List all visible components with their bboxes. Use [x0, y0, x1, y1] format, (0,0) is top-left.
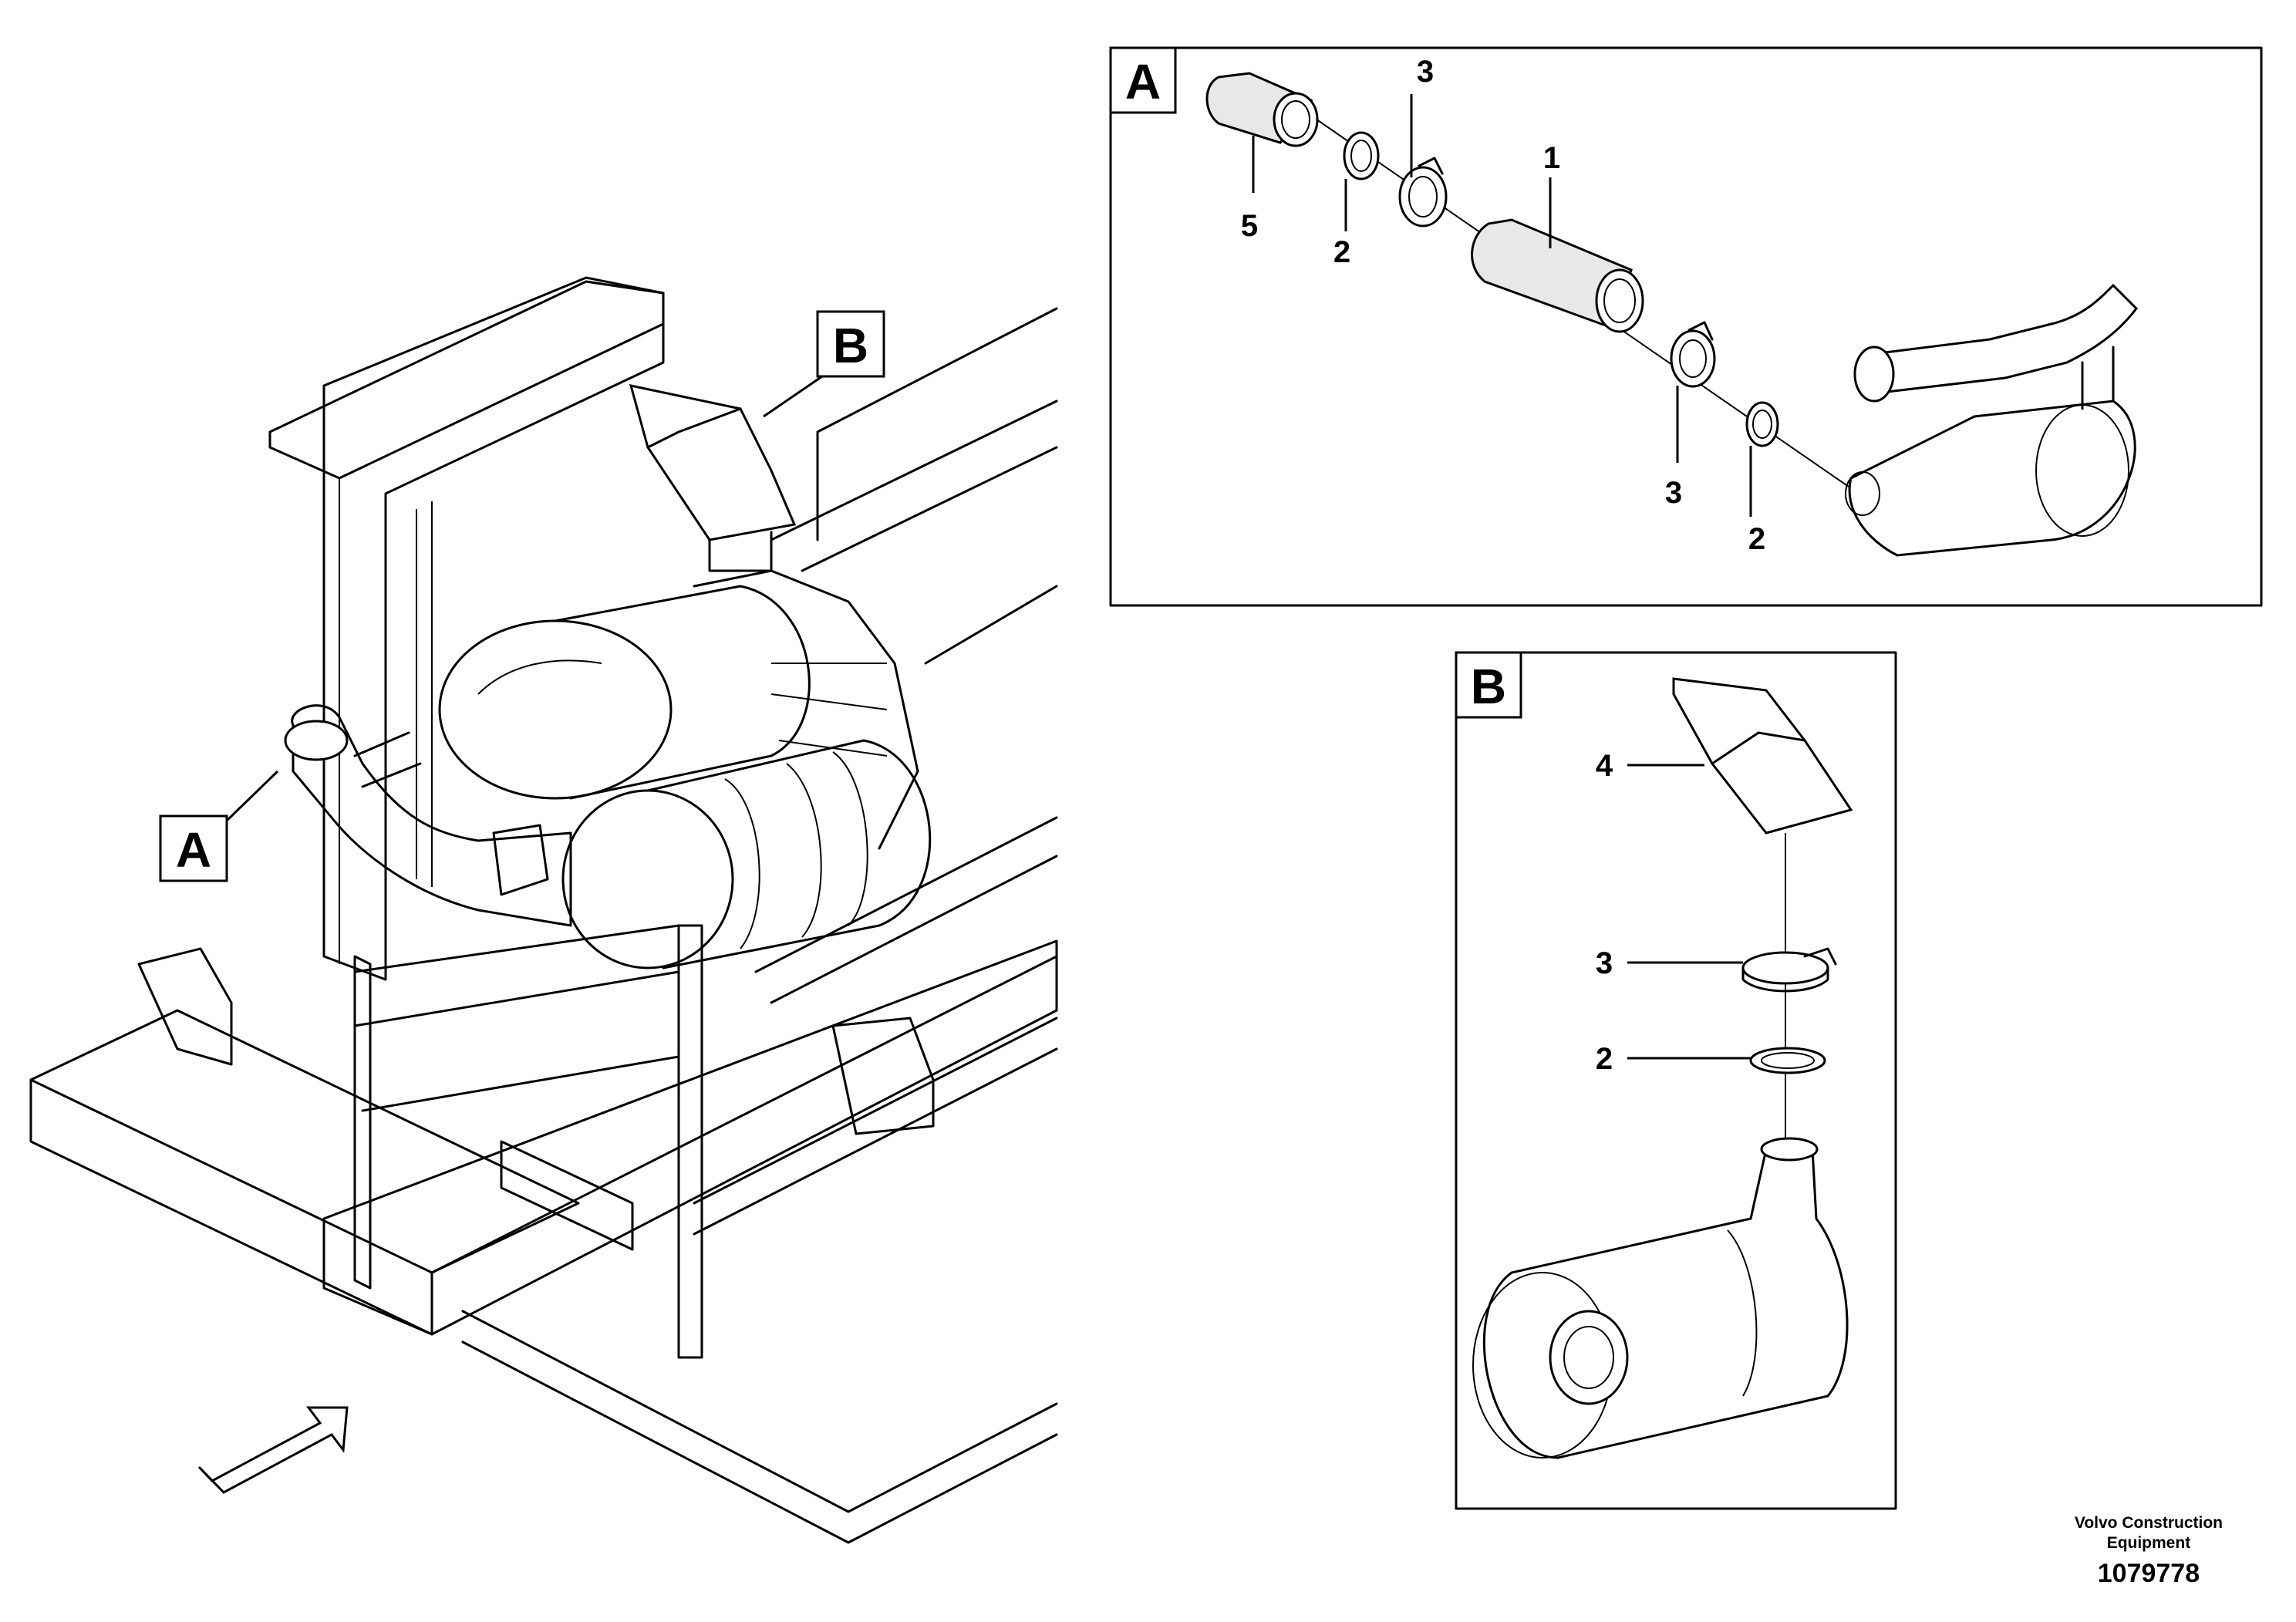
panel-a-title: A — [1125, 54, 1161, 110]
support-bracket — [353, 924, 703, 1359]
hose-end-fitting — [284, 720, 349, 761]
gasket-ring — [1343, 131, 1380, 180]
inlet-hose — [291, 704, 572, 927]
company-name-line1: Volvo Construction — [2074, 1514, 2223, 1532]
dpf-canister-end — [561, 789, 734, 969]
chassis-beam-left — [29, 1078, 433, 1336]
callout-b-label: B — [833, 318, 868, 373]
panel-a: A — [1109, 46, 2263, 607]
label-3b: 3 — [1665, 476, 1682, 510]
clamp-ring-b — [1741, 951, 1829, 985]
rain-cap-part — [1672, 677, 1853, 835]
drawing-footer: Volvo Construction Equipment 1079778 — [2075, 1513, 2223, 1590]
gasket-ring-2 — [1745, 401, 1779, 447]
label-2a: 2 — [1333, 235, 1350, 269]
dpf-assembly — [1848, 400, 2136, 557]
clamp-ring — [1398, 166, 1448, 228]
label-3c: 3 — [1596, 946, 1613, 980]
aftertreatment-unit — [438, 619, 673, 800]
exhaust-rain-cap — [629, 384, 797, 541]
elbow-pipe — [1865, 283, 2138, 395]
panel-b: B 4 3 2 — [1455, 651, 1897, 1510]
drawing-number: 1079778 — [2097, 1559, 2200, 1588]
panel-b-frame — [1455, 651, 1897, 1510]
clamp-ring-2 — [1670, 329, 1716, 388]
panel-b-title: B — [1471, 659, 1506, 714]
callout-a: A — [159, 770, 279, 882]
callout-b: B — [763, 310, 885, 418]
company-name-line2: Equipment — [2106, 1534, 2191, 1552]
dpf-canister-body — [646, 739, 932, 969]
callout-a-label: A — [176, 822, 211, 878]
main-assembly-view: A B — [29, 276, 1058, 1544]
label-4: 4 — [1596, 749, 1613, 783]
label-1: 1 — [1543, 141, 1560, 175]
label-2c: 2 — [1596, 1042, 1613, 1076]
label-3a: 3 — [1417, 55, 1434, 89]
chassis-rail-right — [461, 1310, 1058, 1513]
muffler-body — [1482, 1148, 1849, 1459]
direction-arrow-icon — [197, 1406, 349, 1494]
cab-top-plate — [268, 280, 665, 480]
chassis-beam-front — [322, 939, 1058, 1336]
label-2b: 2 — [1748, 522, 1765, 556]
label-5: 5 — [1241, 209, 1258, 243]
panel-a-frame — [1109, 46, 2263, 607]
